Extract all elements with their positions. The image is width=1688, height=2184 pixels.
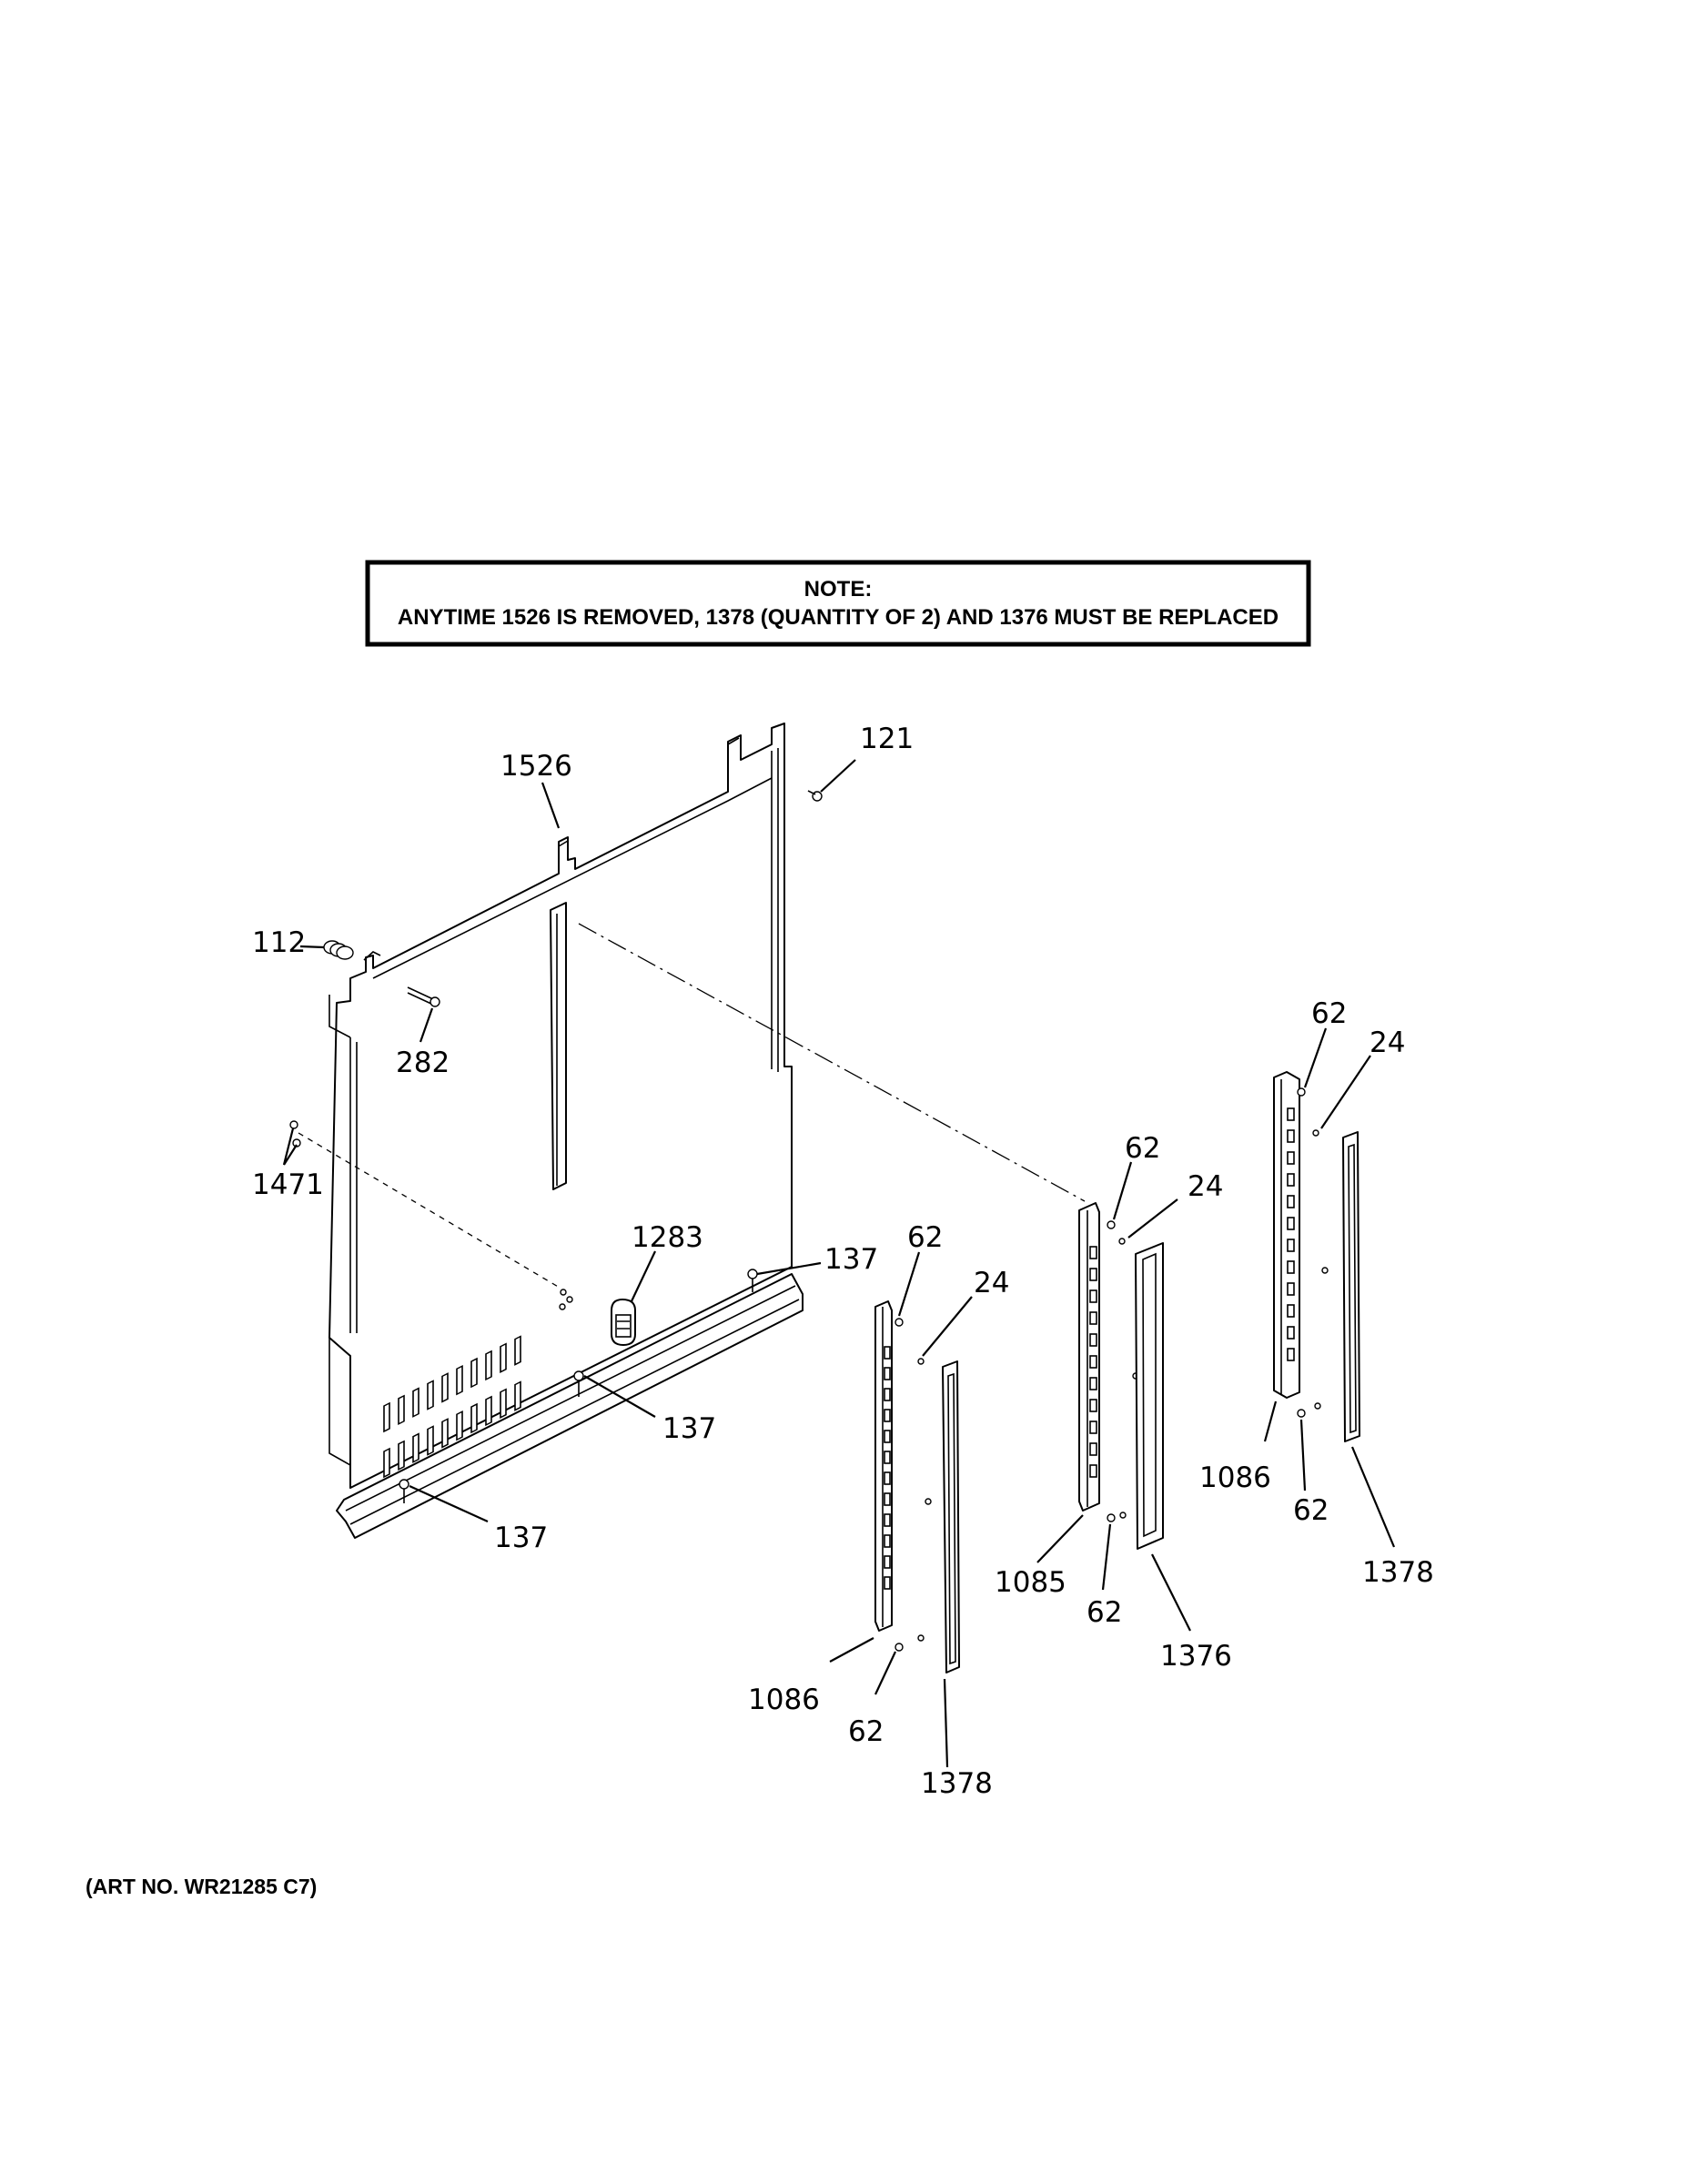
callout-62-left-top: 62 <box>907 1221 943 1254</box>
callout-24-center: 24 <box>1188 1170 1223 1203</box>
callout-62-center-top: 62 <box>1125 1132 1160 1165</box>
callout-1283: 1283 <box>632 1221 703 1254</box>
callout-1376: 1376 <box>1160 1640 1232 1673</box>
part-121-screw <box>807 790 823 802</box>
back-panel-1526 <box>329 723 804 1539</box>
callout-1085: 1085 <box>995 1566 1066 1599</box>
trim-1378-right <box>1342 1131 1360 1442</box>
callout-62-left-bottom: 62 <box>848 1715 884 1748</box>
screw-137-upper <box>747 1269 758 1279</box>
part-112-knob <box>323 940 354 960</box>
bracket-1086-left <box>874 1300 932 1652</box>
art-number: (ART NO. WR21285 C7) <box>86 1875 317 1898</box>
assembly-line-1471 <box>298 1132 561 1289</box>
callout-24-left: 24 <box>974 1267 1009 1299</box>
hardware <box>289 790 823 1503</box>
callout-62-right-top: 62 <box>1311 997 1347 1030</box>
callout-137-upper: 137 <box>824 1243 878 1276</box>
bracket-1085-center <box>1078 1202 1139 1522</box>
assembly-line-center <box>578 923 1086 1202</box>
bracket-1086-right <box>1273 1071 1329 1418</box>
callouts: 121 1526 112 282 1471 1283 137 137 137 6… <box>252 723 1434 1800</box>
part-1471-screws <box>289 1120 573 1310</box>
trim-1378-left <box>942 1360 960 1673</box>
callout-137-middle: 137 <box>662 1412 716 1445</box>
callout-1086-left: 1086 <box>748 1684 820 1716</box>
part-1283-latch <box>611 1299 636 1346</box>
callout-1526: 1526 <box>500 750 572 783</box>
callout-62-center-bottom: 62 <box>1087 1596 1122 1629</box>
callout-121: 121 <box>860 723 914 755</box>
screw-137-middle <box>573 1370 584 1381</box>
callout-1378-right: 1378 <box>1362 1556 1434 1589</box>
note-text: ANYTIME 1526 IS REMOVED, 1378 (QUANTITY … <box>398 605 1279 630</box>
callout-1086-right: 1086 <box>1199 1461 1271 1494</box>
callout-1378-left: 1378 <box>921 1767 993 1800</box>
trim-1376-center <box>1135 1242 1164 1550</box>
callout-24-right: 24 <box>1370 1026 1405 1059</box>
callout-62-right-bottom: 62 <box>1293 1494 1329 1527</box>
callout-282: 282 <box>396 1046 450 1079</box>
callout-112: 112 <box>252 926 306 959</box>
part-282-pin <box>407 986 440 1007</box>
leader-lines <box>282 759 1396 1768</box>
note-box: NOTE: ANYTIME 1526 IS REMOVED, 1378 (QUA… <box>365 560 1311 647</box>
note-title: NOTE: <box>804 577 873 602</box>
callout-137-lower: 137 <box>494 1522 548 1554</box>
callout-1471: 1471 <box>252 1168 324 1201</box>
screw-137-lower <box>399 1479 409 1490</box>
louver-slots <box>383 1335 521 1479</box>
